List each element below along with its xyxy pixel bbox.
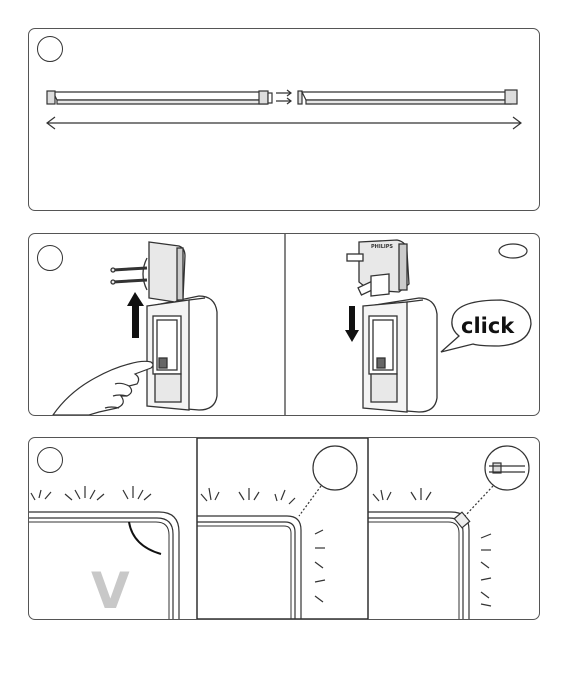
strip-illustration xyxy=(29,29,539,210)
watermark-check-icon: V xyxy=(91,562,130,619)
adapter-brand-text: PHILIPS xyxy=(371,244,393,250)
click-label: click xyxy=(461,314,515,338)
corner-install-right xyxy=(368,446,529,619)
hand-pressing-icon xyxy=(53,361,153,415)
eu-plug-icon xyxy=(111,242,185,302)
arrow-up-icon xyxy=(127,292,144,338)
step-2-panel: PHILIPS click xyxy=(28,233,540,416)
arrow-down-icon xyxy=(345,306,359,342)
power-supply-right xyxy=(363,298,437,412)
indicator-oval xyxy=(499,244,527,258)
uk-plug-icon: PHILIPS xyxy=(347,240,409,296)
install-illustration: V xyxy=(29,438,539,619)
connect-arrows-icon xyxy=(276,90,291,104)
step-3-panel: V xyxy=(28,437,540,620)
led-strip-right xyxy=(298,90,517,104)
power-supply-left xyxy=(147,296,217,410)
length-arrow-icon xyxy=(47,117,521,129)
adapter-illustration: PHILIPS click xyxy=(29,234,539,415)
step-1-panel xyxy=(28,28,540,211)
corner-install-middle xyxy=(197,446,357,619)
led-strip-left xyxy=(47,91,272,104)
